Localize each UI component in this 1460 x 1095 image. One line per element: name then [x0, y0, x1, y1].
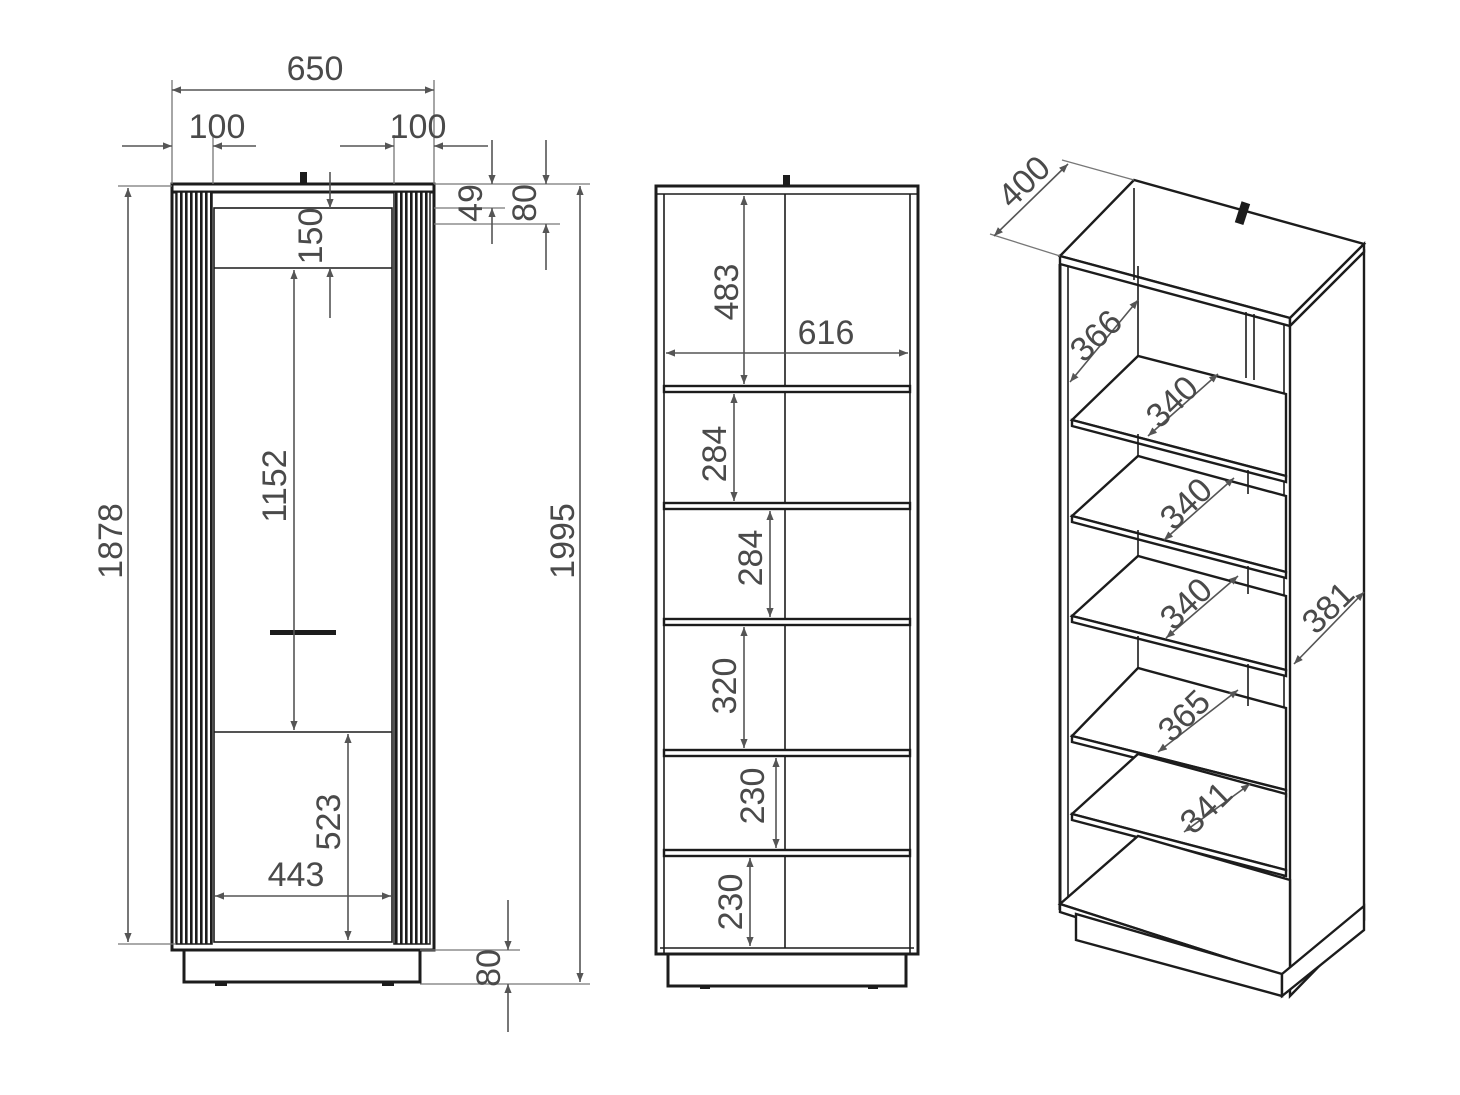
- dim-80-top: 80: [506, 184, 544, 222]
- dim-line-400: [993, 163, 1069, 237]
- plinth-foot-left: [215, 982, 227, 986]
- shelf-5: [662, 848, 912, 858]
- dim-400: 400: [991, 149, 1058, 216]
- dim-line-340-c: [1165, 575, 1239, 639]
- dim-483: 483: [708, 264, 746, 321]
- dim-line-365: [1157, 689, 1239, 753]
- dim-320: 320: [706, 658, 744, 715]
- dim-230-b: 230: [712, 874, 750, 931]
- shelf-2: [662, 501, 912, 511]
- dim-650: 650: [287, 50, 344, 88]
- shelf-3: [662, 617, 912, 627]
- iso-led-clip: [1234, 201, 1251, 226]
- dim-line-381: [1293, 591, 1365, 665]
- dim-1152: 1152: [256, 449, 294, 522]
- dim-line-340-b: [1163, 477, 1235, 541]
- dim-150: 150: [292, 208, 330, 265]
- dim-1878: 1878: [92, 503, 130, 579]
- dim-line-340-a: [1147, 373, 1219, 437]
- shelf-1: [662, 384, 912, 394]
- led-clip: [300, 172, 307, 184]
- dim-line-366: [1069, 299, 1139, 383]
- dim-230-a: 230: [734, 768, 772, 825]
- door-handle: [270, 630, 336, 635]
- inner-plinth: [666, 952, 908, 988]
- front-plinth: [182, 948, 422, 984]
- iso-view: 400 366 340 340 340 365 341 381: [989, 149, 1367, 999]
- dim-366: 366: [1063, 303, 1130, 370]
- dim-80-plinth: 80: [470, 949, 508, 987]
- dim-49: 49: [452, 184, 490, 222]
- inner-carcass: [654, 184, 920, 956]
- dim-284-a: 284: [696, 426, 734, 483]
- front-view: 650 100 100 49 80 150 1152 523 443: [92, 50, 590, 1032]
- dim-443: 443: [268, 856, 325, 894]
- dim-1995: 1995: [544, 503, 582, 579]
- dim-line-341: [1183, 783, 1251, 833]
- inner-view: 616 483 284 284 320 230 230: [654, 175, 920, 989]
- inner-led-clip: [783, 175, 790, 186]
- dim-100-right: 100: [390, 108, 447, 146]
- shelf-4: [662, 748, 912, 758]
- right-fluted-pillar: [393, 191, 431, 945]
- front-door: [213, 207, 393, 943]
- dim-523: 523: [310, 794, 348, 851]
- dim-100-left: 100: [189, 108, 246, 146]
- plinth-foot-right: [382, 982, 394, 986]
- dim-284-b: 284: [732, 530, 770, 587]
- left-fluted-pillar: [175, 191, 213, 945]
- dim-616: 616: [798, 314, 855, 352]
